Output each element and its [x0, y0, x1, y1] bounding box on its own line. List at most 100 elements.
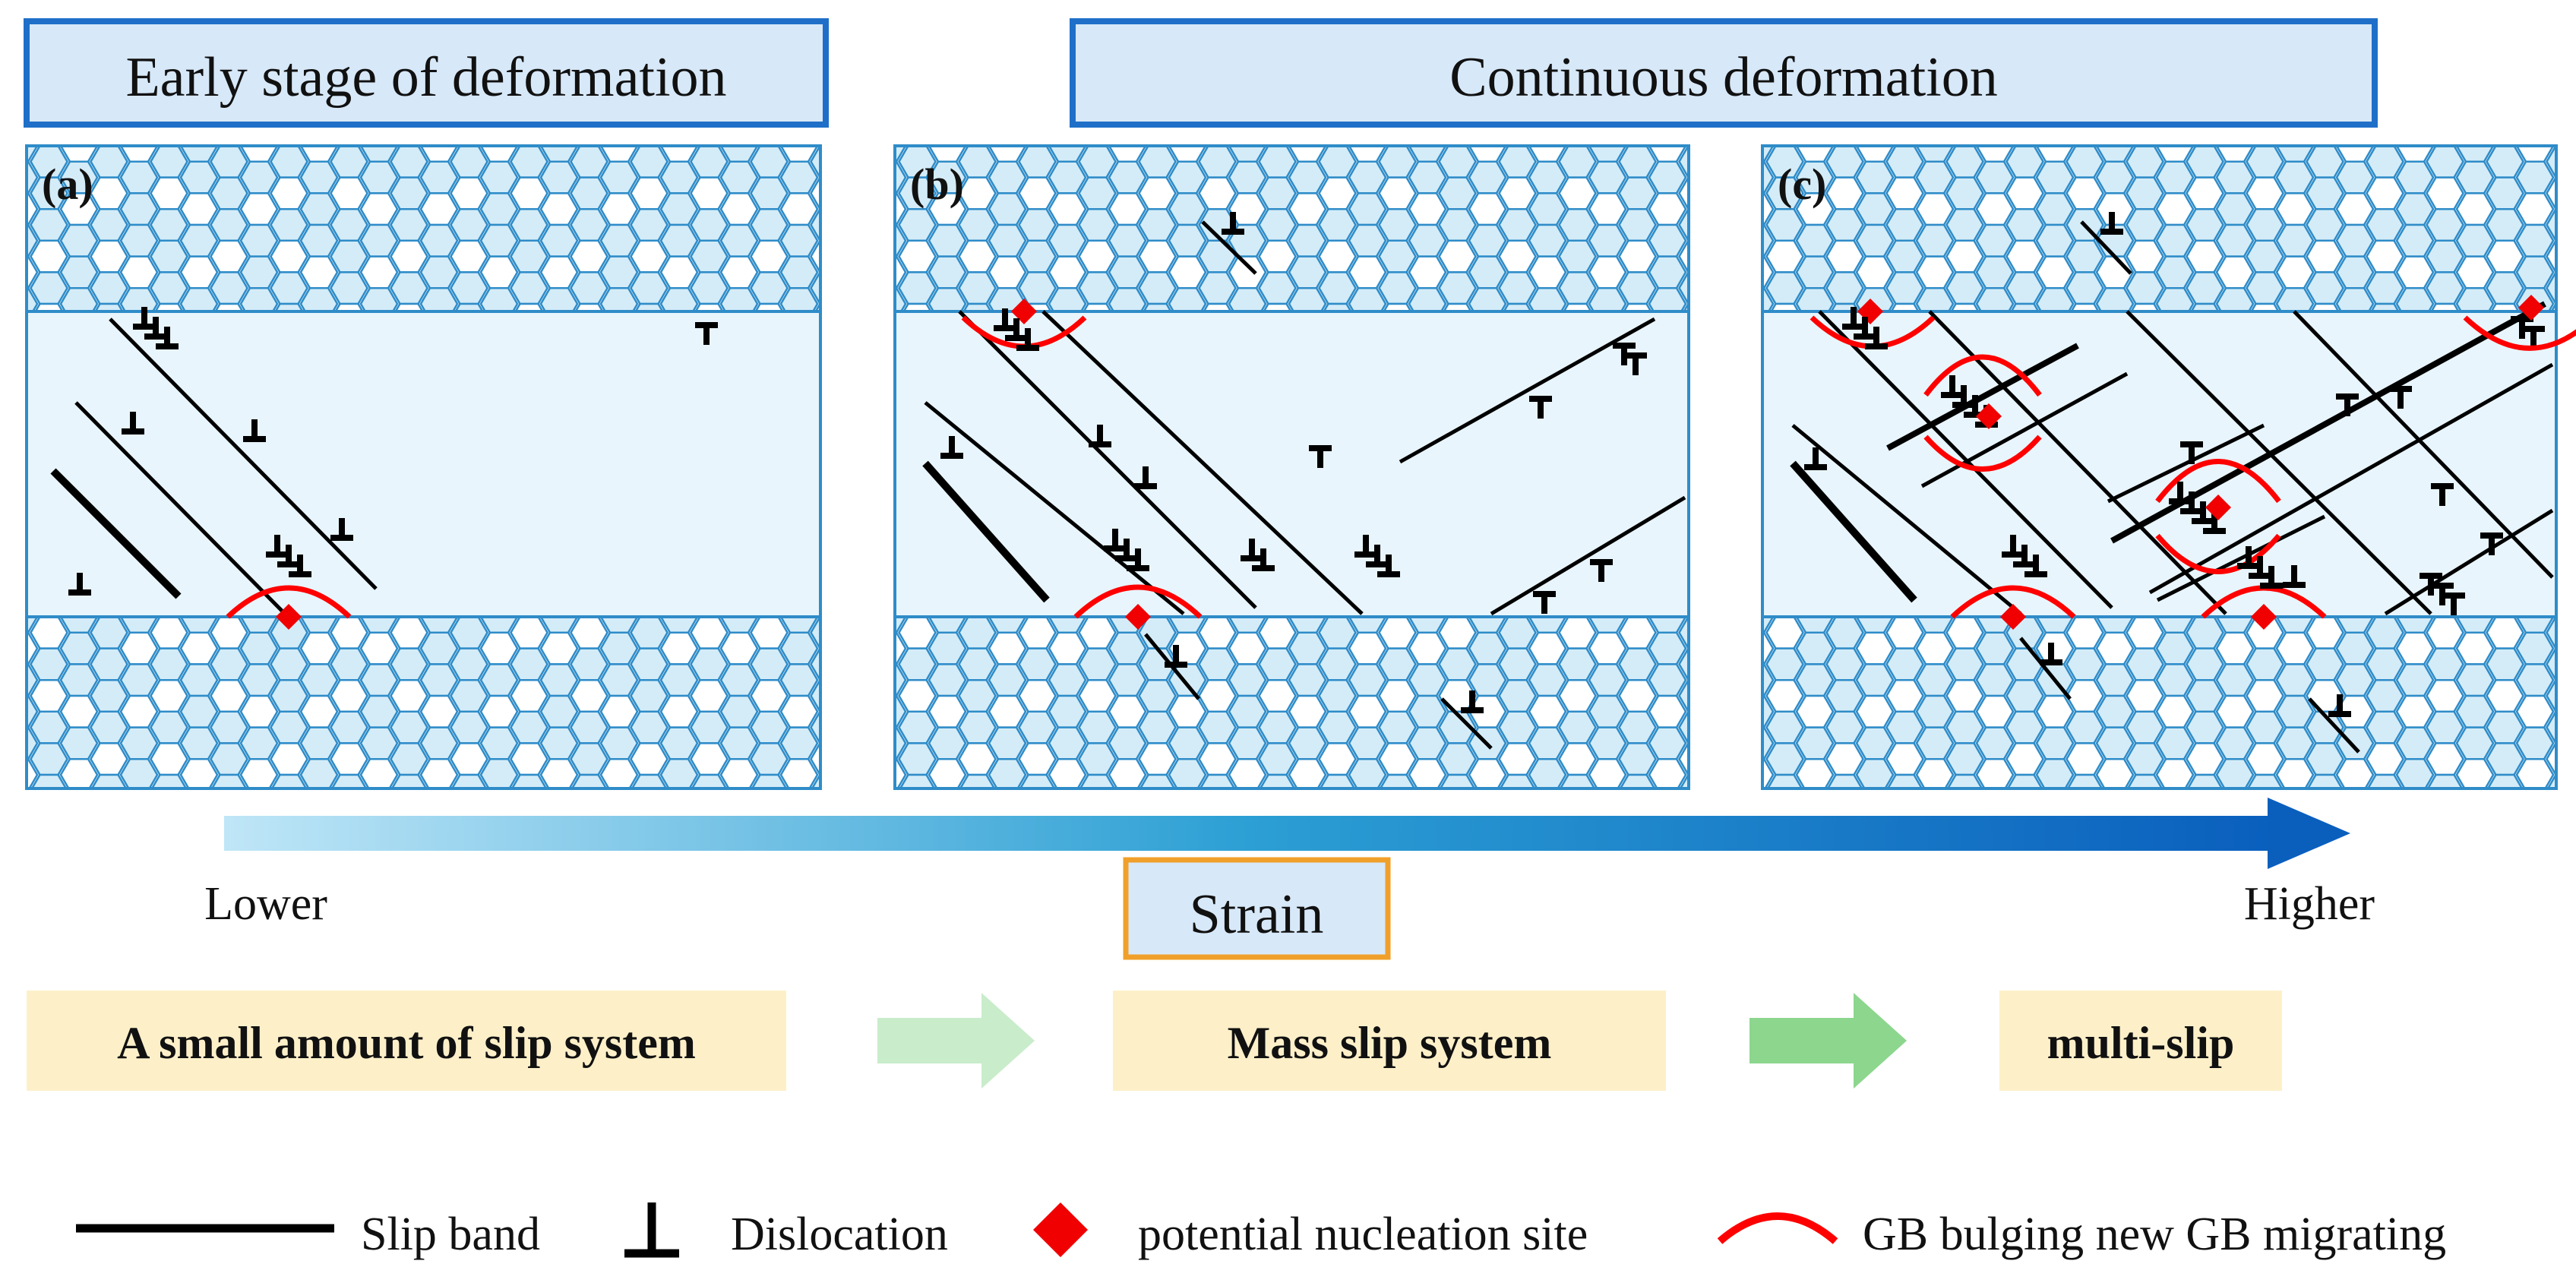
stage-box-3	[1999, 991, 2282, 1091]
legend: Slip band Dislocation potential nucleati…	[76, 1202, 2446, 1260]
slip-band	[958, 310, 1257, 609]
dislocation-symbol	[1252, 548, 1275, 571]
slip-band	[2080, 220, 2132, 275]
gb-bulge-arc	[2155, 459, 2281, 504]
slip-band	[74, 401, 286, 615]
dislocation-symbol	[1854, 317, 1876, 340]
header-early-box	[24, 18, 829, 128]
dislocation-symbol	[2336, 393, 2359, 416]
slip-band	[109, 318, 378, 590]
dislocation-symbol	[1241, 539, 1263, 561]
dislocation-symbol	[1222, 212, 1244, 235]
panel-b: (b)	[893, 144, 1690, 790]
dislocation-symbol	[243, 419, 266, 442]
grain-hex-grid	[1762, 617, 2556, 788]
dislocation-symbol	[2192, 501, 2214, 524]
dislocation-symbol	[1624, 352, 1647, 375]
panel-label: (c)	[1778, 160, 1826, 209]
strain-title-text: Strain	[1190, 883, 1324, 946]
dislocation-symbol	[1865, 327, 1888, 349]
dislocation-symbol	[1377, 555, 1400, 577]
grain-interior	[893, 310, 1690, 618]
slip-band	[2384, 508, 2554, 616]
nucleation-site	[1125, 604, 1151, 630]
dislocation-symbol	[1104, 529, 1127, 551]
slip-band	[922, 460, 1050, 603]
dislocation-symbol	[2283, 565, 2306, 588]
gb-bulge-arc	[2155, 533, 2281, 574]
stage-text-1: A small amount of slip system	[117, 1018, 696, 1068]
dislocation-symbol	[1165, 645, 1187, 668]
gb-bulge-arc	[1923, 435, 2042, 472]
gb-bulge-arc	[2463, 315, 2576, 351]
dislocation-symbol	[2100, 212, 2123, 235]
slip-band	[1818, 310, 2113, 609]
stage-text-2: Mass slip system	[1228, 1018, 1552, 1068]
dislocation-symbol	[2040, 643, 2062, 665]
legend-gb-text: GB bulging new GB migrating	[1863, 1209, 2446, 1260]
dislocation-symbol	[2024, 555, 2047, 577]
dislocation-symbol	[2442, 593, 2465, 615]
dislocation-symbol	[1115, 539, 1138, 561]
stage-arrow-1	[877, 993, 1035, 1089]
panel-c: (c)	[1761, 144, 2576, 790]
dislocation-symbol	[2389, 386, 2412, 409]
dislocation-symbol	[2013, 545, 2036, 567]
grain-hex-grid	[895, 617, 1689, 788]
dislocation-symbol	[68, 573, 91, 596]
dislocation-symbol	[133, 307, 156, 330]
gb-bulge-arc	[226, 585, 352, 619]
dislocation-symbol	[2260, 566, 2283, 589]
dislocation-symbol	[156, 327, 179, 349]
strain-lower-label: Lower	[204, 878, 327, 930]
dislocation-symbol	[1309, 445, 1332, 468]
gb-bulge-arc	[1950, 585, 2076, 619]
header-continuous-text: Continuous deformation	[1449, 46, 1997, 109]
dislocation-symbol	[1590, 559, 1613, 582]
dislocation-symbol	[1134, 466, 1157, 489]
strain-arrow	[224, 798, 2350, 869]
slip-band	[2148, 362, 2554, 595]
legend-dislocation-text: Dislocation	[731, 1209, 948, 1260]
dislocation-symbol	[2169, 482, 2192, 504]
grain-hex-grid	[27, 146, 820, 311]
strain-title-box	[1123, 857, 1391, 960]
dislocation-symbol	[1461, 690, 1484, 713]
panel-border	[893, 144, 1690, 790]
grain-hex-grid	[895, 146, 1689, 311]
stage-text-3: multi-slip	[2047, 1018, 2235, 1068]
dislocation-symbol	[2480, 532, 2503, 555]
slip-band	[1791, 424, 2022, 615]
nucleation-site	[2000, 604, 2026, 630]
dislocation-symbol	[1016, 328, 1039, 351]
header-continuous-box	[1070, 18, 2378, 128]
panel-border	[25, 144, 822, 790]
legend-dislocation-symbol	[624, 1202, 679, 1258]
slip-band	[1201, 220, 1257, 275]
dislocation-symbol	[1089, 425, 1111, 447]
nucleation-site	[2205, 495, 2231, 520]
nucleation-site	[1976, 403, 2002, 429]
dislocation-symbol	[1354, 535, 1377, 558]
legend-nucleation-diamond	[1033, 1202, 1088, 1257]
grain-interior	[25, 310, 822, 618]
panel-border	[1761, 144, 2558, 790]
slip-band	[1920, 371, 2129, 488]
slip-band	[1886, 343, 2079, 451]
nucleation-site	[2251, 604, 2277, 630]
grain-hex-grid	[27, 617, 820, 788]
dislocation-symbol	[994, 308, 1016, 331]
gb-bulge-arc	[1923, 354, 2042, 397]
slip-band	[1399, 317, 1656, 464]
dislocation-symbol	[2180, 441, 2203, 464]
dislocation-symbol	[330, 518, 353, 541]
dislocation-symbol	[144, 317, 167, 340]
slip-band	[2156, 514, 2326, 602]
dislocation-symbol	[1804, 447, 1827, 470]
dislocation-symbol	[277, 545, 300, 567]
dislocation-symbol	[1952, 385, 1975, 408]
slip-band	[2107, 423, 2265, 504]
dislocation-symbol	[289, 555, 311, 577]
panel-label: (b)	[910, 160, 964, 209]
